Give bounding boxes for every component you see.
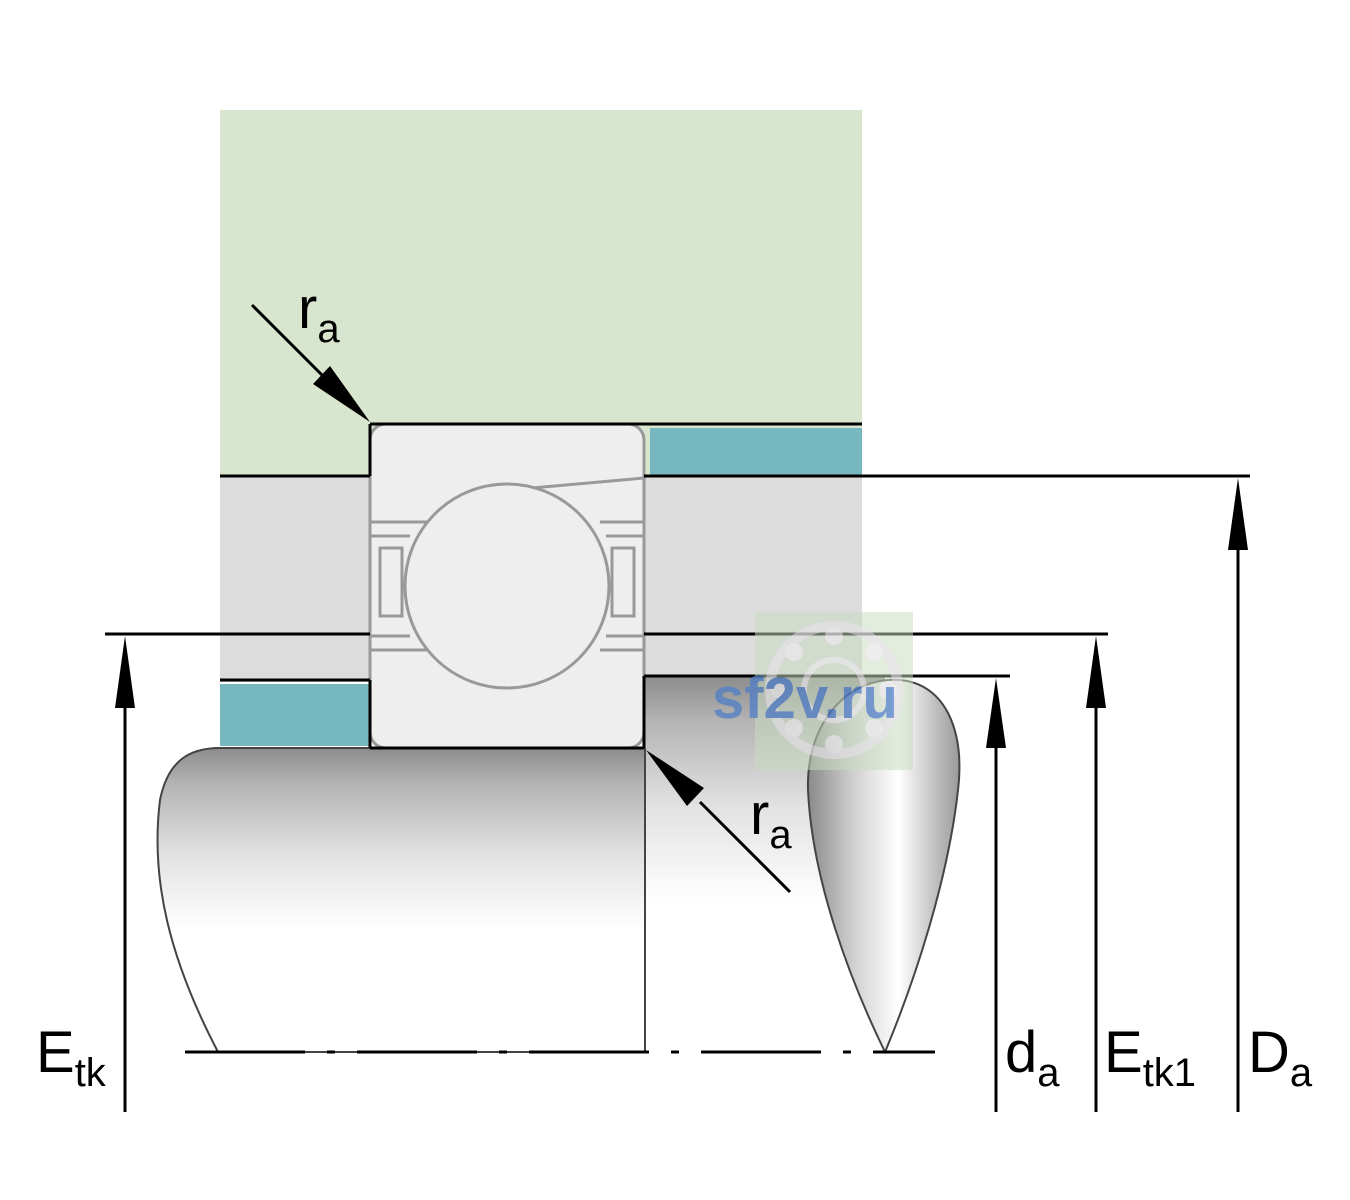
bearing-ball — [403, 482, 611, 690]
dim-etk1 — [1086, 636, 1106, 1112]
housing — [220, 110, 862, 476]
label-da: da — [1005, 1020, 1060, 1095]
watermark-text: sf2v.ru — [712, 666, 898, 731]
outline-lines — [105, 422, 1250, 750]
label-etk: Etk — [36, 1020, 107, 1095]
cage-right — [610, 546, 636, 618]
cage-left — [378, 546, 404, 618]
label-Da: Da — [1248, 1020, 1313, 1095]
watermark-bearing-icon — [765, 621, 903, 759]
ra-top-leader — [250, 303, 370, 422]
dim-Da — [1228, 478, 1248, 1112]
bearing-contact-line — [531, 476, 645, 490]
watermark: sf2v.ru — [712, 612, 913, 770]
label-ra-bottom: ra — [750, 782, 792, 857]
spacer-bottom — [220, 684, 370, 746]
spacer-top — [650, 428, 862, 476]
label-ra-top: ra — [298, 276, 340, 351]
label-etk1: Etk1 — [1104, 1020, 1196, 1095]
ra-bottom-leader — [646, 750, 792, 894]
dim-etk — [115, 636, 135, 1112]
shaft — [156, 747, 646, 1053]
dim-da — [986, 678, 1006, 1112]
